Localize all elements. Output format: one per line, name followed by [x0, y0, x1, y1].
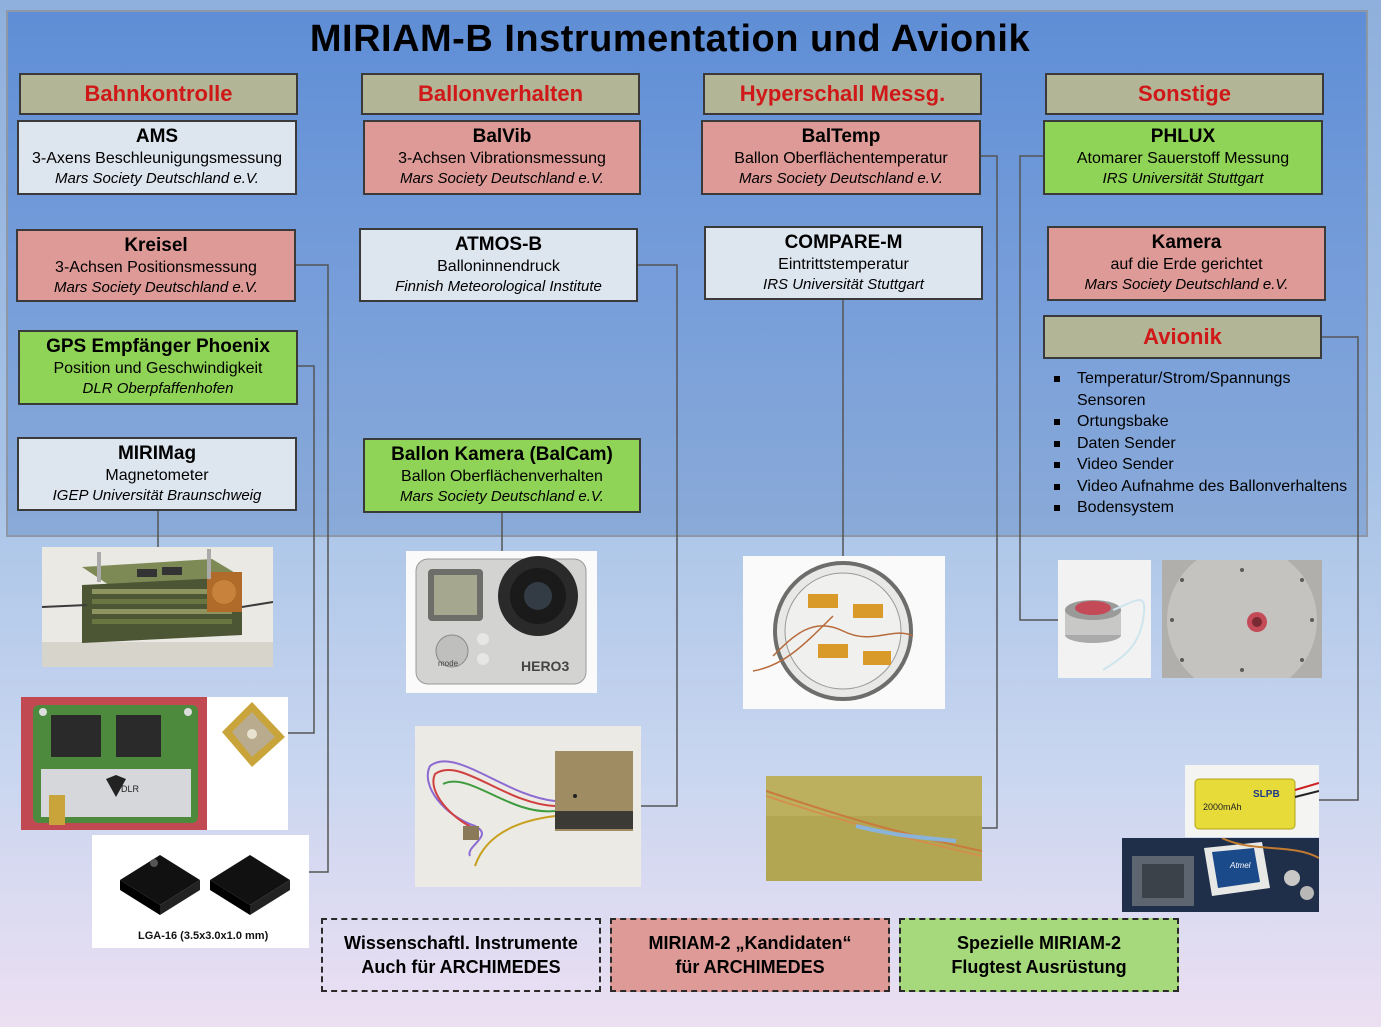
box-desc: auf die Erde gerichtet — [1110, 256, 1263, 273]
avionik-list: Temperatur/Strom/Spannungs Sensoren Ortu… — [1052, 368, 1352, 519]
dlr-label: DLR — [121, 784, 140, 794]
head-hyperschall: Hyperschall Messg. — [703, 73, 982, 115]
box-atmos: ATMOS-B Balloninnendruck Finnish Meteoro… — [359, 228, 638, 302]
box-desc: Magnetometer — [105, 467, 209, 484]
atmel-board-photo: Atmel — [1122, 838, 1319, 912]
connector-phlux — [1019, 155, 1058, 621]
box-desc: Eintrittstemperatur — [778, 256, 909, 273]
box-baltemp: BalTemp Ballon Oberflächentemperatur Mar… — [701, 120, 981, 195]
compare-sensor-photo — [743, 556, 945, 709]
head-ballonverhalten: Ballonverhalten — [361, 73, 640, 115]
slpb-label: SLPB — [1253, 789, 1280, 800]
box-desc: Atomarer Sauerstoff Messung — [1076, 150, 1290, 167]
connector-avionik — [1319, 336, 1359, 801]
box-title: BalVib — [472, 126, 532, 147]
gps-board-photo: DLR — [21, 697, 207, 830]
battery-photo: 2000mAh SLPB — [1185, 765, 1319, 837]
hero3-label: HERO3 — [521, 658, 569, 674]
legend-line: für ARCHIMEDES — [675, 957, 825, 977]
head-sonstige: Sonstige — [1045, 73, 1324, 115]
box-org: Mars Society Deutschland e.V. — [1084, 276, 1289, 293]
box-title: MIRIMag — [117, 443, 197, 464]
box-title: BalTemp — [801, 126, 881, 147]
mirimag-photo — [42, 547, 273, 667]
box-desc: Balloninnendruck — [437, 258, 560, 275]
box-mirimag: MIRIMag Magnetometer IGEP Universität Br… — [17, 437, 297, 511]
box-desc: Position und Geschwindigkeit — [53, 360, 263, 377]
list-item: Temperatur/Strom/Spannungs Sensoren — [1052, 368, 1352, 411]
lga-chip-photo: LGA-16 (3.5x3.0x1.0 mm) — [92, 835, 309, 948]
box-org: Mars Society Deutschland e.V. — [55, 170, 259, 187]
box-org: Mars Society Deutschland e.V. — [400, 170, 604, 187]
box-compare: COMPARE-M Eintrittstemperatur IRS Univer… — [704, 226, 983, 300]
box-org: IRS Universität Stuttgart — [763, 276, 924, 293]
legend-white: Wissenschaftl. Instrumente Auch für ARCH… — [321, 918, 601, 992]
box-title: PHLUX — [1150, 126, 1216, 147]
box-ams: AMS 3-Axens Beschleunigungsmessung Mars … — [17, 120, 297, 195]
box-desc: 3-Axens Beschleunigungsmessung — [32, 150, 282, 167]
box-org: IGEP Universität Braunschweig — [52, 487, 262, 504]
legend-line: Flugtest Ausrüstung — [951, 957, 1127, 977]
list-item: Video Sender — [1052, 454, 1352, 476]
list-item: Bodensystem — [1052, 497, 1352, 519]
list-item: Ortungsbake — [1052, 411, 1352, 433]
lga-label: LGA-16 (3.5x3.0x1.0 mm) — [138, 930, 269, 942]
box-desc: Ballon Oberflächentemperatur — [734, 150, 948, 167]
box-org: Mars Society Deutschland e.V. — [400, 488, 604, 505]
legend-red: MIRIAM-2 „Kandidaten“ für ARCHIMEDES — [610, 918, 890, 992]
box-org: Mars Society Deutschland e.V. — [739, 170, 943, 187]
connector-kreisel — [292, 264, 329, 873]
connector-gps — [288, 365, 315, 734]
box-org: IRS Universität Stuttgart — [1102, 170, 1264, 187]
phlux-sensor-photo — [1058, 560, 1151, 678]
phlux-plate-photo — [1162, 560, 1322, 678]
box-kamera: Kamera auf die Erde gerichtet Mars Socie… — [1047, 226, 1326, 301]
battery-label: 2000mAh — [1203, 802, 1242, 812]
head-avionik: Avionik — [1043, 315, 1322, 359]
head-bahnkontrolle: Bahnkontrolle — [19, 73, 298, 115]
connector-atmos — [637, 264, 678, 807]
box-org: DLR Oberpfaffenhofen — [82, 380, 234, 397]
list-item: Daten Sender — [1052, 433, 1352, 455]
box-gps: GPS Empfänger Phoenix Position und Gesch… — [18, 330, 298, 405]
legend-line: Auch für ARCHIMEDES — [361, 957, 561, 977]
gopro-photo: mode HERO3 — [406, 551, 597, 693]
box-title: Kreisel — [124, 235, 188, 256]
box-title: GPS Empfänger Phoenix — [46, 336, 270, 357]
atmos-sensor-photo — [415, 726, 641, 887]
list-item: Video Aufnahme des Ballonverhaltens — [1052, 476, 1352, 498]
box-phlux: PHLUX Atomarer Sauerstoff Messung IRS Un… — [1043, 120, 1323, 195]
box-title: Ballon Kamera (BalCam) — [391, 444, 613, 465]
legend-green: Spezielle MIRIAM-2 Flugtest Ausrüstung — [899, 918, 1179, 992]
box-org: Mars Society Deutschland e.V. — [54, 279, 258, 296]
atmel-label: Atmel — [1229, 861, 1251, 870]
connector-baltemp — [980, 155, 998, 829]
baltemp-strip-photo — [766, 776, 982, 881]
box-title: AMS — [135, 126, 179, 147]
box-kreisel: Kreisel 3-Achsen Positionsmessung Mars S… — [16, 229, 296, 302]
box-desc: 3-Achsen Positionsmessung — [55, 259, 257, 276]
box-org: Finnish Meteorological Institute — [395, 278, 602, 295]
box-desc: Ballon Oberflächenverhalten — [401, 468, 603, 485]
box-desc: 3-Achsen Vibrationsmessung — [398, 150, 606, 167]
legend-line: Wissenschaftl. Instrumente — [344, 933, 578, 953]
box-title: Kamera — [1151, 232, 1222, 253]
box-title: COMPARE-M — [784, 232, 903, 253]
gps-antenna-photo — [207, 697, 288, 830]
box-title: ATMOS-B — [454, 234, 543, 255]
legend-line: Spezielle MIRIAM-2 — [956, 933, 1122, 953]
page-title: MIRIAM-B Instrumentation und Avionik — [309, 18, 1031, 60]
legend-line: MIRIAM-2 „Kandidaten“ — [648, 933, 852, 953]
box-balcam: Ballon Kamera (BalCam) Ballon Oberfläche… — [363, 438, 641, 513]
mode-label: mode — [438, 659, 459, 668]
box-balvib: BalVib 3-Achsen Vibrationsmessung Mars S… — [363, 120, 641, 195]
